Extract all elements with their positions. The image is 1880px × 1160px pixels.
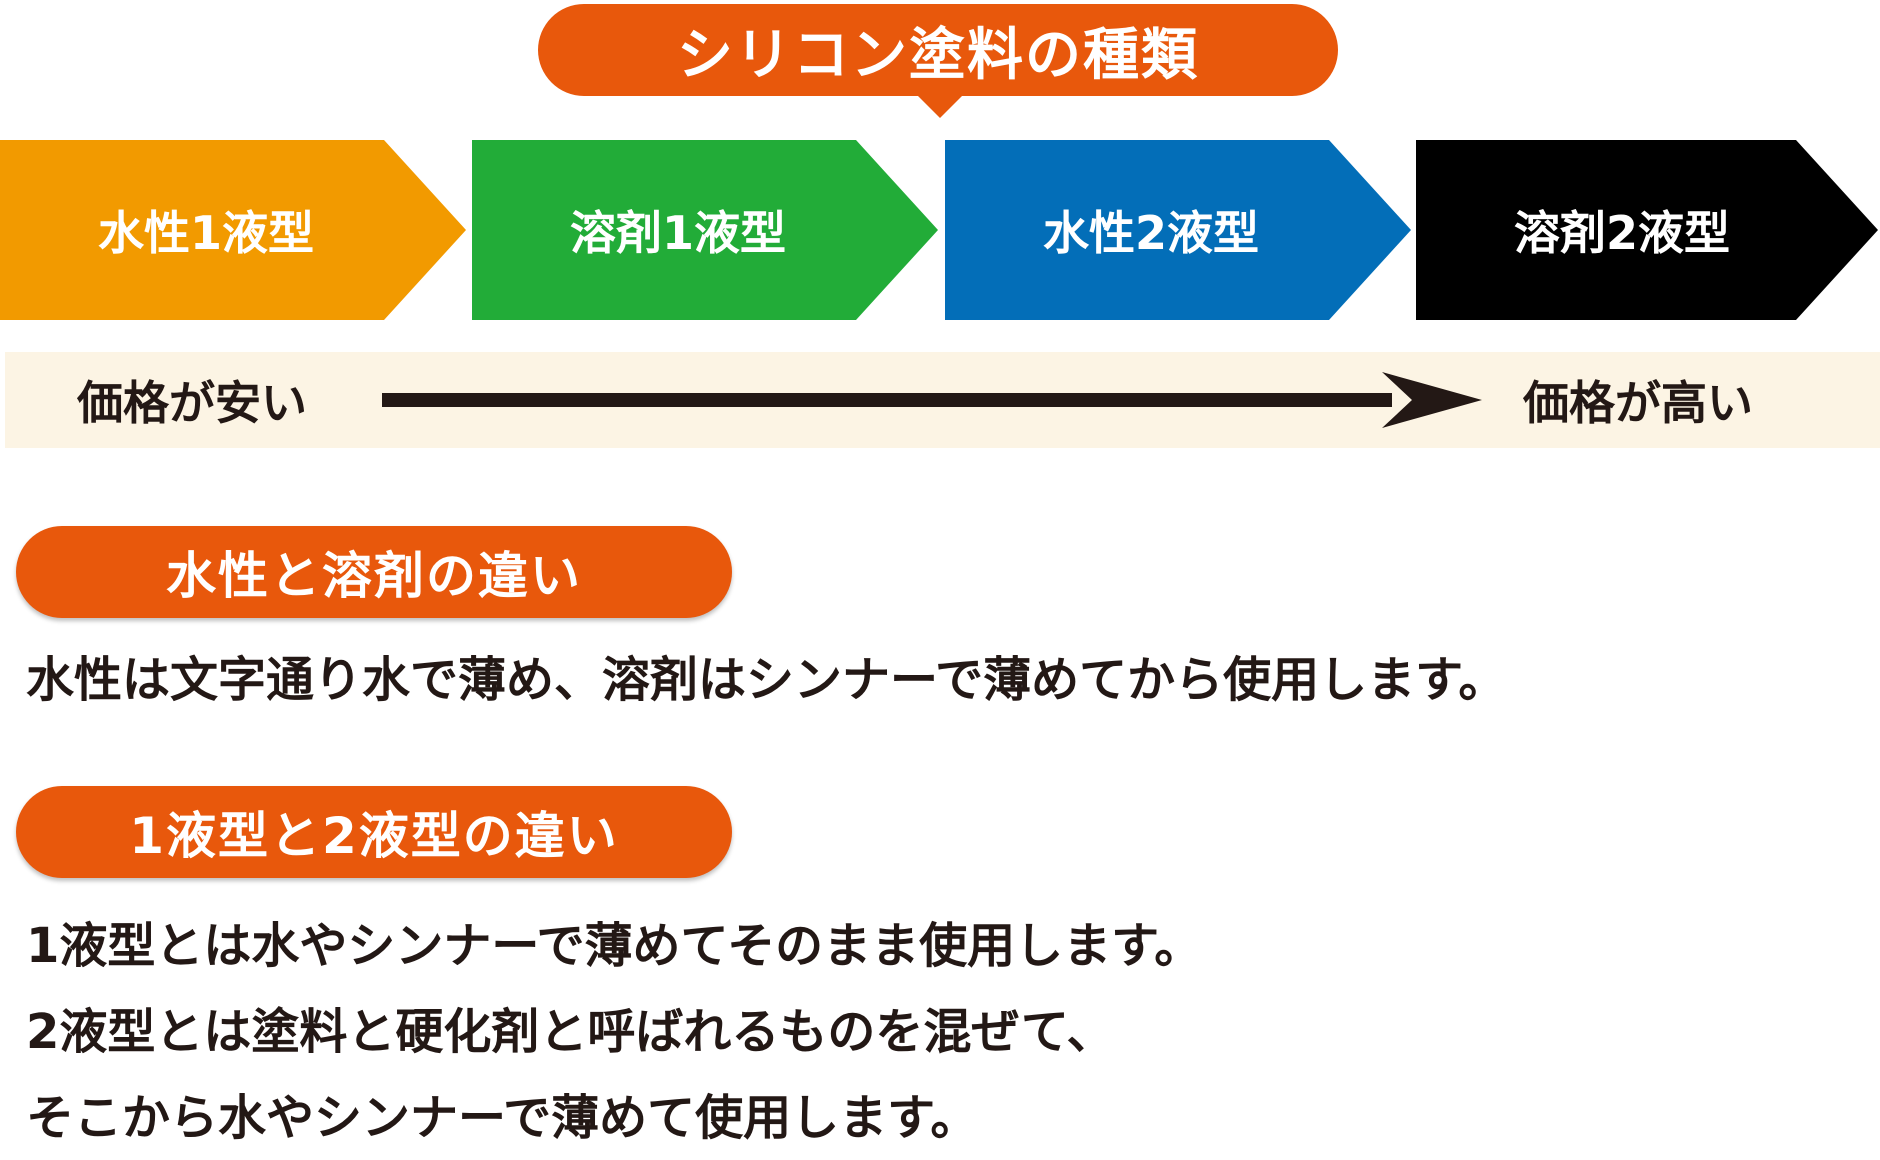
- step-water-1-liquid: 水性1液型: [0, 140, 466, 320]
- price-scale: 価格が安い 価格が高い: [5, 352, 1880, 448]
- section-heading-water-vs-solvent: 水性と溶剤の違い: [16, 526, 732, 618]
- step-solvent-2-liquid: 溶剤2液型: [1416, 140, 1878, 320]
- step-label: 水性2液型: [1042, 206, 1259, 260]
- arrow-right-icon: [382, 372, 1482, 428]
- section-heading-1-vs-2-liquid: 1液型と2液型の違い: [16, 786, 732, 878]
- title-bubble: シリコン塗料の種類: [538, 4, 1338, 118]
- section-text-line: そこから水やシンナーで薄めて使用します。: [26, 1090, 979, 1146]
- step-solvent-1-liquid: 溶剤1液型: [472, 140, 938, 320]
- section-text-line: 2液型とは塗料と硬化剤と呼ばれるものを混ぜて、: [26, 1004, 1115, 1060]
- step-label: 溶剤1液型: [569, 206, 786, 260]
- section-text-water-vs-solvent: 水性は文字通り水で薄め、溶剤はシンナーで薄めてから使用します。: [26, 652, 1507, 708]
- step-label: 溶剤2液型: [1513, 206, 1730, 260]
- title-bubble-shape: [538, 4, 1338, 118]
- page-title: シリコン塗料の種類: [677, 22, 1199, 88]
- step-label: 水性1液型: [97, 206, 314, 260]
- price-high-label: 価格が高い: [1523, 376, 1753, 430]
- section-text-line: 1液型とは水やシンナーで薄めてそのまま使用します。: [26, 918, 1203, 974]
- step-water-2-liquid: 水性2液型: [945, 140, 1411, 320]
- paint-type-steps: 水性1液型 溶剤1液型 水性2液型 溶剤2液型: [0, 140, 1880, 320]
- price-low-label: 価格が安い: [77, 376, 307, 430]
